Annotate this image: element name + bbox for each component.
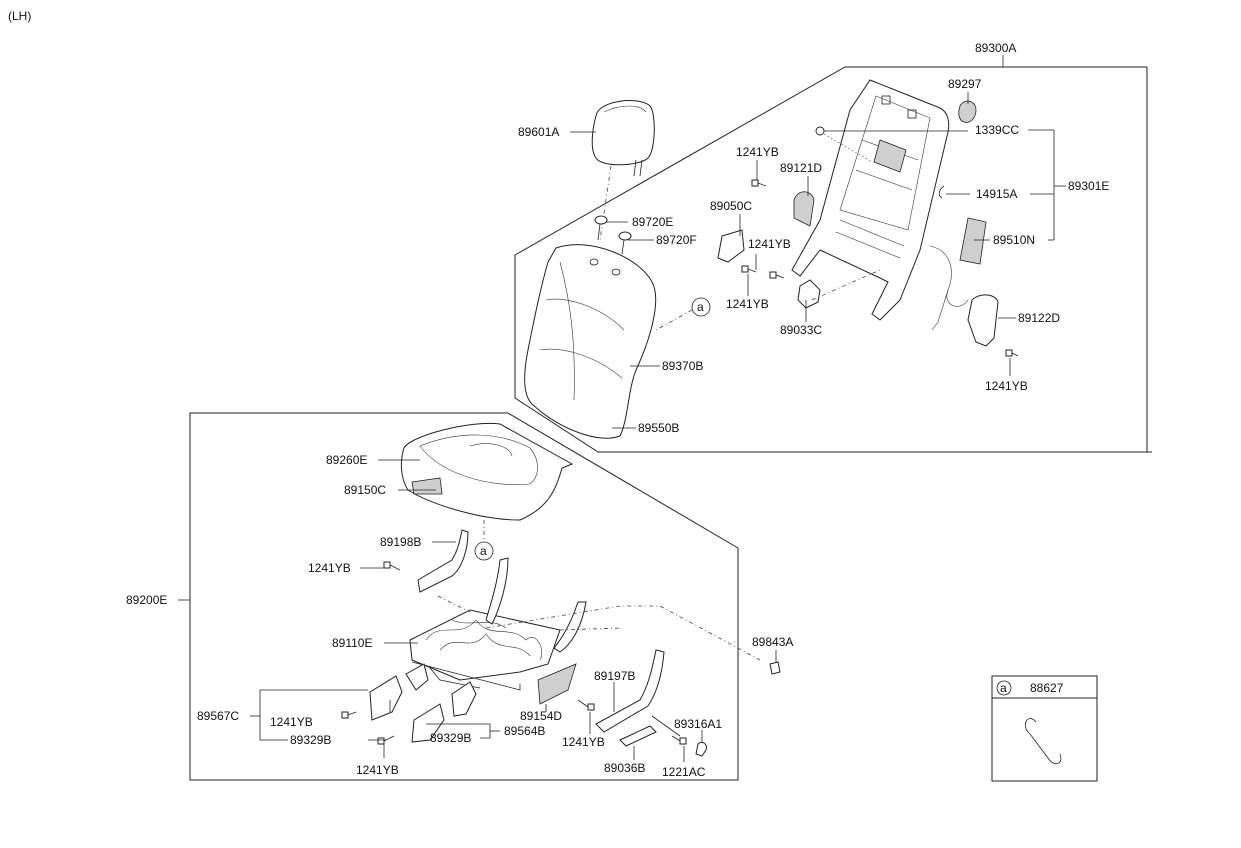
part-labels: 89300A 89297 1339CC 89301E 14915A 89510N… — [126, 41, 1109, 779]
bracket-89567C-icon — [369, 675, 403, 721]
label-89550B: 89550B — [638, 421, 679, 435]
knob-icon — [958, 100, 977, 123]
label-89316A1: 89316A1 — [674, 717, 722, 731]
lumbar-pad-icon — [929, 217, 987, 331]
back-assembly-frame — [514, 66, 1152, 453]
label-1241YB-cush2: 1241YB — [270, 715, 313, 729]
label-1241YB-cush1: 1241YB — [308, 561, 351, 575]
cover-89036B-icon — [619, 725, 657, 747]
label-89329B-a: 89329B — [290, 733, 331, 747]
label-1241YB-back-mid1: 1241YB — [748, 237, 791, 251]
label-89122D: 89122D — [1018, 311, 1060, 325]
label-89033C: 89033C — [780, 323, 822, 337]
back-frame-icon — [791, 79, 950, 321]
bracket-89564B-icon — [411, 703, 445, 743]
label-1241YB-back-top: 1241YB — [736, 145, 779, 159]
cover-89154D-icon — [537, 663, 577, 705]
rail-89198B-icon — [417, 529, 469, 593]
inset-box: a 88627 — [991, 675, 1098, 782]
cap-89316A1-icon — [695, 741, 707, 757]
label-89720E: 89720E — [632, 215, 673, 229]
inset-part-number: 88627 — [1030, 681, 1064, 695]
label-89036B: 89036B — [604, 761, 645, 775]
hook-clip-icon — [1024, 718, 1062, 765]
wire-clip-icon — [938, 185, 945, 199]
clip-icon — [815, 126, 825, 136]
label-1241YB-back-bottom: 1241YB — [985, 379, 1028, 393]
cushion-assembly-frame — [189, 412, 739, 781]
cushion-pad-icon — [400, 422, 574, 521]
label-89601A: 89601A — [518, 125, 559, 139]
side-cover-right-icon — [967, 294, 999, 347]
label-89197B: 89197B — [594, 669, 635, 683]
leader-lines — [178, 55, 1066, 762]
label-89121D: 89121D — [780, 161, 822, 175]
label-89297: 89297 — [948, 77, 982, 91]
label-89300A: 89300A — [975, 41, 1016, 55]
callout-a-back: a — [697, 300, 704, 314]
bracket-89050C-icon — [717, 229, 745, 263]
variant-label: (LH) — [8, 9, 31, 23]
label-1241YB-cush3: 1241YB — [356, 763, 399, 777]
label-89154D: 89154D — [520, 709, 562, 723]
label-1221AC: 1221AC — [662, 765, 706, 779]
label-89198B: 89198B — [380, 535, 421, 549]
label-89110E: 89110E — [332, 636, 372, 650]
label-1339CC: 1339CC — [975, 123, 1019, 137]
label-89200E: 89200E — [126, 593, 167, 607]
label-89843A: 89843A — [752, 635, 793, 649]
rail-89197B-icon — [595, 649, 665, 733]
label-89260E: 89260E — [326, 453, 367, 467]
inset-callout-letter: a — [1000, 681, 1007, 695]
bracket-89033C-icon — [797, 279, 821, 309]
callout-a-cushion: a — [480, 544, 487, 558]
label-1241YB-cush4: 1241YB — [562, 735, 605, 749]
label-89370B: 89370B — [662, 359, 703, 373]
label-89720F: 89720F — [656, 233, 697, 247]
label-89150C: 89150C — [344, 483, 386, 497]
label-89050C: 89050C — [710, 199, 752, 213]
headrest-icon — [591, 100, 655, 177]
back-cover-icon — [524, 244, 657, 439]
label-14915A: 14915A — [976, 187, 1017, 201]
label-89510N: 89510N — [993, 233, 1035, 247]
label-89329B-b: 89329B — [430, 731, 471, 745]
label-1241YB-back-mid2: 1241YB — [726, 297, 769, 311]
label-89301E: 89301E — [1068, 179, 1109, 193]
cushion-bolt-icon — [341, 561, 781, 745]
headrest-guide-icon — [594, 215, 632, 255]
side-cover-left-icon — [793, 191, 815, 227]
label-89567C: 89567C — [197, 709, 239, 723]
label-89564B: 89564B — [504, 724, 545, 738]
bolt-icon — [741, 179, 1019, 357]
cushion-frame-icon — [409, 557, 587, 691]
